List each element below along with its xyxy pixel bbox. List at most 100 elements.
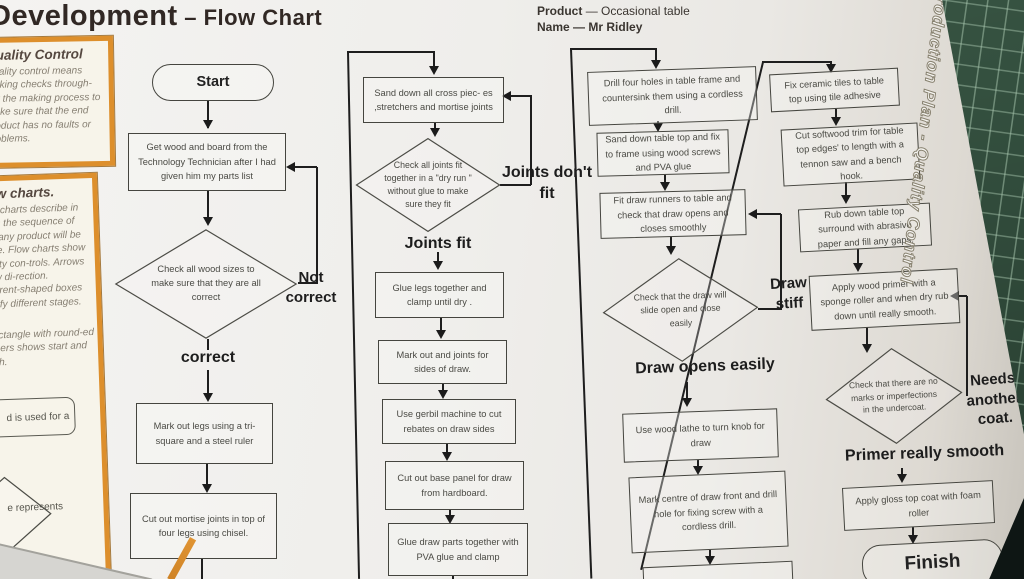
title-main: Development (0, 0, 178, 32)
sidebar-example-diamond (0, 475, 53, 556)
branch-label-no: Joints don't fit (502, 164, 593, 202)
arrowhead (429, 66, 439, 75)
connector (664, 174, 667, 186)
arrowhead (666, 246, 676, 255)
connector (697, 460, 700, 470)
connector (912, 527, 915, 539)
arrowhead (445, 515, 455, 524)
connector (780, 214, 783, 309)
finish-node: Finish (860, 538, 1005, 579)
connector (316, 167, 319, 284)
flow-node: Fix ceramic tiles to table top using til… (769, 67, 900, 113)
arrowhead (202, 484, 212, 493)
arrowhead (203, 393, 213, 402)
flow-node: Use wood lathe to turn knob for draw (622, 408, 779, 463)
flow-node: Apply wood primer with a sponge roller a… (808, 268, 961, 331)
arrowhead (826, 64, 836, 73)
sidebar-flowcharts-body2: A rectangle with round-ed corners shows … (0, 326, 95, 369)
connector (207, 191, 210, 223)
connector (752, 213, 781, 216)
flow-node: Mark out and joints for sides of draw. (378, 340, 507, 384)
arrowhead (442, 452, 452, 461)
connector (290, 166, 317, 169)
arrowhead (950, 291, 959, 301)
product-name-block: Product — Occasional table Name — Mr Rid… (537, 3, 690, 35)
connector (530, 96, 533, 185)
flow-node: Sand down all cross piec- es ,stretchers… (363, 77, 504, 123)
connector (207, 339, 210, 350)
sidebar-quality-control-heading: Quality Control (0, 46, 83, 64)
product-row: Product — Occasional table (537, 3, 690, 19)
arrowhead (841, 195, 851, 204)
arrowhead (653, 123, 663, 132)
connector (901, 468, 904, 478)
arrowhead (862, 344, 872, 353)
arrowhead (660, 182, 670, 191)
decision-text: Check all joints fit together in a "dry … (384, 159, 472, 210)
arrowhead (203, 120, 213, 129)
branch-label-yes: Joints fit (404, 235, 472, 252)
connector (835, 109, 838, 121)
connector (440, 318, 443, 335)
product-label: Product (537, 4, 583, 18)
decision-text: Check that there are no marks or imperfe… (848, 375, 938, 416)
flow-node: Glue legs together and clamp until dry . (375, 272, 504, 318)
flow-node: Mark out legs using a tri- square and a … (136, 403, 273, 464)
connector (570, 48, 656, 51)
connector (437, 252, 440, 266)
connector (670, 236, 673, 250)
arrowhead (853, 263, 863, 272)
connector (686, 382, 689, 403)
sidebar-example-rounded-rect: d is used for a (0, 396, 76, 439)
flow-node: Cut softwood trim for table top edges' t… (780, 122, 921, 187)
flow-node: Get wood and board from the Technology T… (128, 133, 286, 191)
flow-node: Cut out mortise joints in top of four le… (130, 493, 277, 559)
sidebar-example-diamond-text: e represents (7, 501, 64, 515)
arrowhead (831, 117, 841, 126)
connector (845, 182, 848, 200)
connector (570, 48, 593, 579)
arrowhead (651, 60, 661, 69)
flow-node: Apply gloss top coat with foam roller (841, 480, 996, 531)
connector (762, 61, 831, 64)
flow-node: Use gerbil machine to cut rebates on dra… (382, 399, 516, 444)
name-label: Name (537, 20, 570, 35)
start-node: Start (152, 64, 274, 101)
flow-node-partial (642, 560, 794, 579)
connector (206, 464, 209, 490)
decision-diamond: Check all joints fit together in a "dry … (355, 137, 501, 233)
product-value: — Occasional table (585, 4, 690, 18)
decision-text: Check all wood sizes to make sure that t… (151, 264, 261, 302)
arrowhead (286, 162, 295, 172)
decision-diamond: Check all wood sizes to make sure that t… (114, 228, 298, 340)
sidebar-flowcharts-heading: Flow charts. (0, 184, 55, 203)
sidebar-flowcharts-body1: Flow charts describe in steps the sequen… (0, 202, 86, 311)
connector (207, 370, 210, 400)
connector (506, 95, 532, 98)
arrowhead (430, 128, 440, 137)
flow-node: Sand down table top and fix to frame usi… (596, 129, 730, 177)
connector (347, 51, 435, 54)
branch-label-yes: Draw opens easily (634, 355, 776, 378)
connector (709, 550, 712, 560)
connector (758, 308, 782, 311)
connector (442, 384, 445, 394)
arrowhead (897, 474, 907, 483)
connector (207, 101, 210, 128)
connector (452, 575, 455, 579)
arrowhead (502, 91, 511, 101)
connector (434, 122, 437, 131)
connector (201, 559, 204, 579)
connector (500, 184, 531, 187)
connector (446, 444, 449, 457)
flow-node: Cut out base panel for draw from hardboa… (385, 461, 524, 510)
arrowhead (682, 398, 692, 407)
connector (857, 249, 860, 267)
branch-label-no: Not correct (285, 269, 337, 306)
connector (958, 295, 967, 298)
decision-diamond: Check that there are no marks or imperfe… (823, 343, 966, 448)
page-title: Development – Flow Chart (0, 0, 322, 33)
flow-node: Drill four holes in table frame and coun… (587, 66, 758, 126)
